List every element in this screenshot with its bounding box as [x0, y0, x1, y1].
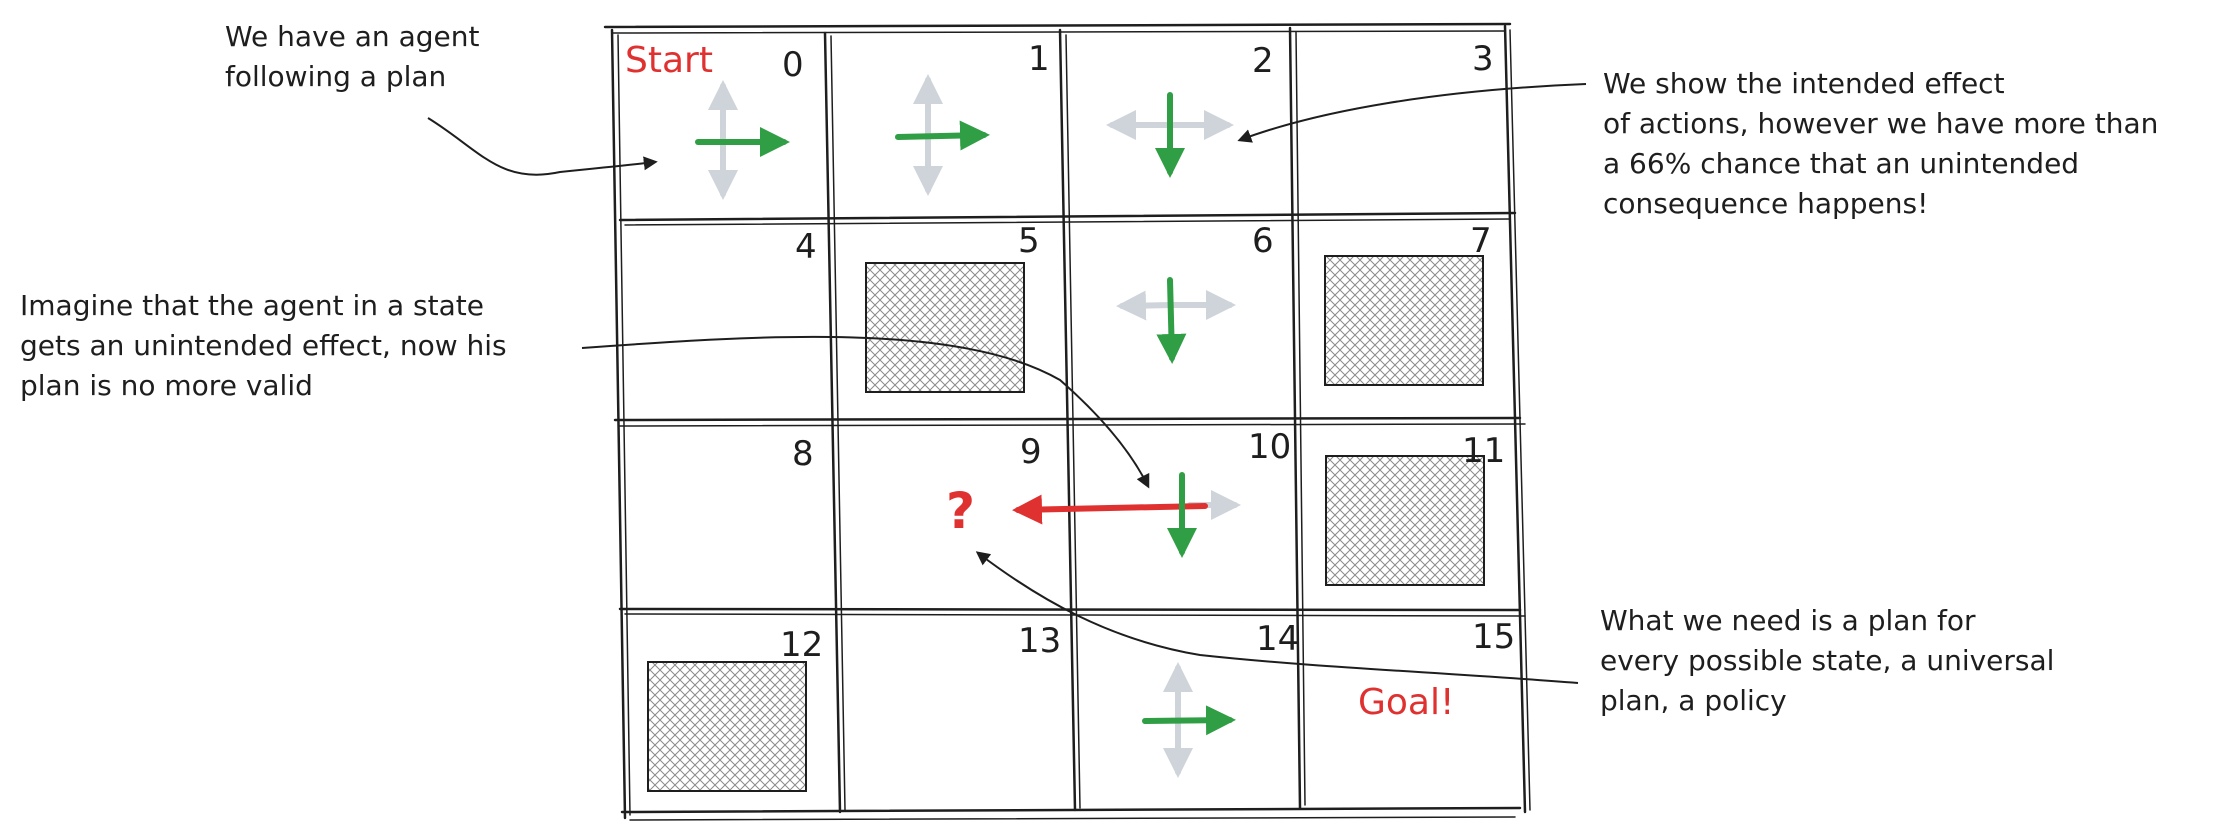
svg-text:of actions, however we have mo: of actions, however we have more than: [1603, 107, 2158, 140]
cell-number-14: 14: [1256, 619, 1299, 659]
cell-numbers: 0 1 2 3 4 5 6 7 8 9 10 11 12 13 14 15: [780, 39, 1515, 665]
cell-number-6: 6: [1252, 221, 1274, 261]
svg-text:We show the intended effect: We show the intended effect: [1603, 67, 2005, 100]
cell-number-10: 10: [1248, 427, 1291, 467]
grid-line-col1: [823, 31, 842, 814]
obstacle-cell-12: [647, 661, 807, 792]
cell-number-8: 8: [792, 434, 814, 474]
callout-arrow-agent: [427, 117, 658, 176]
cell-number-12: 12: [780, 625, 823, 665]
note-intended: We show the intended effect of actions, …: [1603, 67, 2158, 220]
svg-text:Imagine that the agent in a st: Imagine that the agent in a state: [20, 289, 484, 322]
cell-number-1: 1: [1028, 39, 1050, 79]
green-arrow-icon: [1156, 277, 1187, 364]
callout-arrows: [427, 83, 1587, 684]
cell-number-7: 7: [1470, 221, 1492, 261]
grid-line-col3: [1288, 26, 1302, 810]
start-label: Start: [625, 40, 713, 81]
green-arrow-icon: [895, 120, 990, 151]
grid-line-top: [603, 22, 1512, 29]
cell-number-9: 9: [1020, 432, 1042, 472]
action-arrows: [695, 74, 1241, 778]
note-unintended: Imagine that the agent in a state gets a…: [20, 289, 507, 402]
cell-number-11: 11: [1462, 431, 1505, 471]
obstacle-cell-7: [1324, 255, 1484, 386]
svg-text:We have an agent: We have an agent: [225, 20, 479, 53]
cell-number-4: 4: [795, 227, 817, 267]
cell-number-5: 5: [1018, 221, 1040, 261]
grid-line-col2: [1058, 28, 1077, 812]
cell-6-arrows: [1116, 277, 1236, 364]
callout-arrow-intended: [1237, 83, 1587, 143]
goal-label: Goal!: [1358, 682, 1454, 723]
svg-text:consequence happens!: consequence happens!: [1603, 187, 1928, 220]
svg-text:gets an unintended effect, now: gets an unintended effect, now his: [20, 329, 507, 362]
svg-text:What we need is a plan for: What we need is a plan for: [1600, 604, 1976, 637]
question-mark: ?: [946, 482, 975, 540]
cell-number-0: 0: [782, 45, 804, 85]
cell-2-arrows: [1106, 92, 1234, 178]
cell-number-15: 15: [1472, 617, 1515, 657]
svg-text:plan, a policy: plan, a policy: [1600, 684, 1787, 717]
grid-line-right: [1503, 24, 1527, 814]
red-arrow-icon: [1012, 494, 1208, 525]
obstacles: [647, 255, 1485, 792]
svg-text:plan is no more valid: plan is no more valid: [20, 369, 313, 402]
cell-number-3: 3: [1472, 39, 1494, 79]
cell-number-2: 2: [1252, 41, 1274, 81]
obstacle-cell-11: [1325, 455, 1485, 586]
green-arrow-icon: [1142, 705, 1236, 736]
grid-line-row1: [618, 211, 1517, 222]
svg-text:a 66% chance that an unintende: a 66% chance that an unintended: [1603, 147, 2079, 180]
note-agent: We have an agent following a plan: [225, 20, 479, 93]
grid-line-left: [610, 28, 627, 820]
svg-text:every possible state, a univer: every possible state, a universal: [1600, 644, 2054, 677]
grid-line-bottom: [620, 806, 1522, 814]
cell-10-arrows: [1012, 472, 1241, 558]
obstacle-cell-5: [865, 262, 1025, 393]
note-policy: What we need is a plan for every possibl…: [1600, 604, 2054, 717]
cell-0-arrows: [695, 80, 790, 200]
svg-text:following a plan: following a plan: [225, 60, 446, 93]
callout-arrow-unintended: [581, 335, 1150, 489]
callout-arrow-policy: [975, 551, 1579, 684]
cell-number-13: 13: [1018, 621, 1061, 661]
cell-14-arrows: [1142, 662, 1236, 778]
gray-arrow-icon: [1116, 290, 1175, 321]
cell-1-arrows: [895, 74, 990, 196]
